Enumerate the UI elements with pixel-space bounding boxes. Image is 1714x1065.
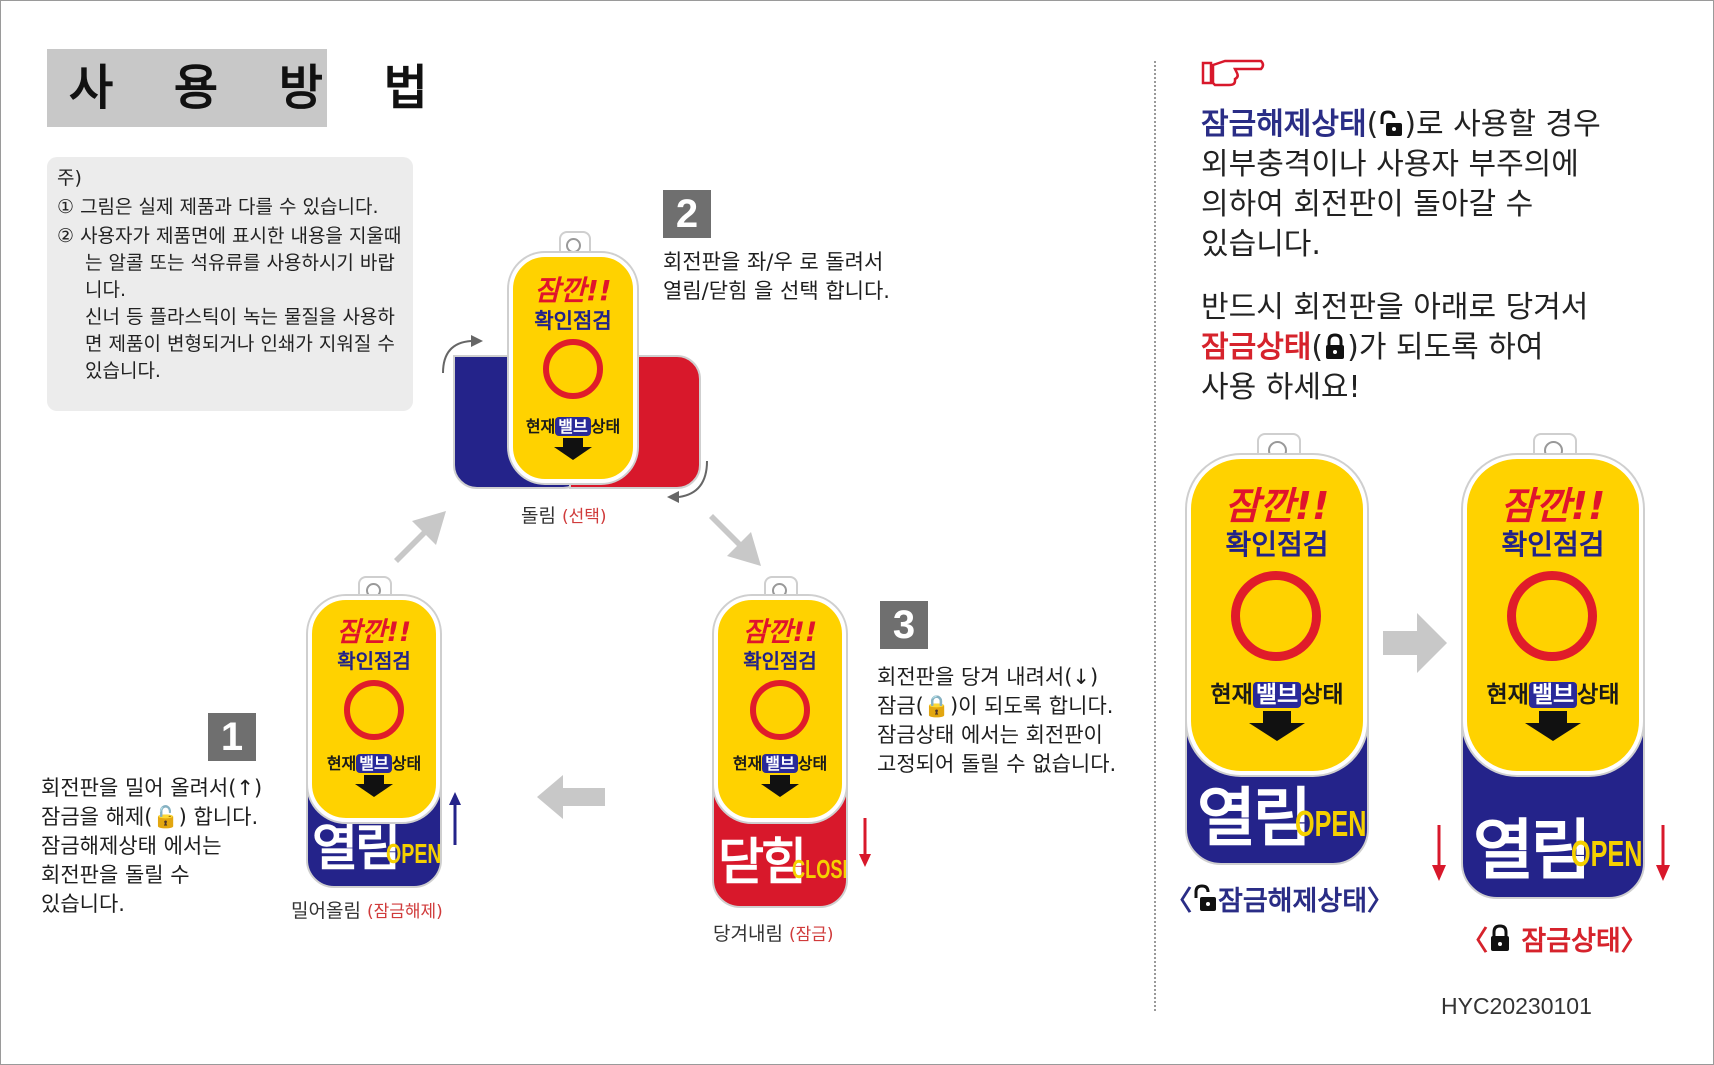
step-3-caption: 당겨내림 (잠금)	[713, 923, 834, 945]
down-arrow-icon	[1539, 711, 1567, 723]
stop-sign-icon	[750, 680, 810, 740]
step-1-line: 있습니다.	[41, 892, 125, 916]
down-arrow-head	[1249, 723, 1305, 741]
note-box: 주) ① 그림은 실제 제품과 다를 수 있습니다. ② 사용자가 제품면에 표…	[47, 157, 413, 411]
open-label: 열림	[1197, 782, 1312, 856]
tag-line1: 잠깐!!	[336, 617, 412, 648]
open-en-label: OPEN	[1295, 803, 1367, 844]
closed-label: 닫힘	[718, 833, 807, 891]
tag-hole	[566, 238, 581, 253]
step-1-number: 1	[208, 713, 256, 761]
down-arrow-icon	[364, 775, 384, 784]
locked-caption: 〈 잠금상태〉	[1461, 924, 1648, 957]
rotate-arrows-icon	[442, 335, 708, 503]
down-arrow-head	[355, 784, 393, 797]
pointing-hand-icon	[1201, 59, 1265, 87]
step-3-line: 잠금상태 에서는 회전판이	[877, 723, 1103, 747]
flow-arrow-up-right-icon	[394, 511, 446, 563]
step-1-line: 잠금을 해제(🔓) 합니다.	[41, 805, 259, 829]
page-title: 사 용 방 법	[47, 49, 428, 127]
divider	[1154, 61, 1156, 1011]
flow-arrow-down-right-icon	[709, 514, 761, 566]
warning-paragraph-1: 잠금해제상태()로 사용할 경우 외부충격이나 사용자 부주의에 의하여 회전판…	[1201, 107, 1601, 262]
step-2-line: 열림/닫힘 을 선택 합니다.	[663, 279, 890, 303]
note-item-2: ② 사용자가 제품면에 표시한 내용을 지울때는 알콜 또는 석유류를 사용하시…	[57, 225, 402, 301]
tag-line2: 확인점검	[743, 649, 817, 673]
tag-line2: 확인점검	[1501, 528, 1605, 561]
stop-sign-icon	[543, 339, 603, 399]
tag-line1: 잠깐!!	[534, 274, 612, 307]
lock-icon	[1326, 333, 1345, 359]
flow-arrow-left-icon	[537, 775, 605, 819]
locked-state-label: 잠금상태	[1201, 330, 1312, 365]
tag-line1: 잠깐!!	[1500, 484, 1606, 528]
down-arrow-red-icon	[1656, 825, 1670, 881]
step-3-line: 잠금(🔒)이 되도록 합니다.	[877, 694, 1114, 718]
unlocked-state-label: 잠금해제상태	[1201, 107, 1367, 142]
unlock-icon	[1380, 110, 1403, 136]
tag-line1: 잠깐!!	[1224, 484, 1330, 528]
lock-icon	[1491, 924, 1509, 951]
unlock-icon	[1194, 884, 1216, 911]
step-1-line: 회전판을 밀어 올려서(↑)	[41, 776, 263, 800]
up-arrow-blue-icon	[449, 792, 461, 845]
step-1-line: 회전판을 돌릴 수	[41, 863, 190, 887]
note-item-2-cont: 신너 등 플라스틱이 녹는 물질을 사용하면 제품이 변형되거나 인쇄가 지워질…	[85, 306, 395, 382]
flow-arrow-right-icon	[1383, 613, 1447, 673]
step-3-line: 회전판을 당겨 내려서(↓)	[877, 665, 1099, 689]
note-item-1: ① 그림은 실제 제품과 다를 수 있습니다.	[57, 196, 379, 218]
step-3-line: 고정되어 돌릴 수 없습니다.	[877, 752, 1117, 776]
open-label: 열림	[312, 819, 401, 877]
open-en-label: OPEN	[1571, 833, 1643, 874]
stop-sign-icon	[1231, 571, 1321, 661]
stop-sign-icon	[1507, 571, 1597, 661]
unlocked-caption: 〈잠금해제상태〉	[1165, 884, 1395, 917]
down-arrow-red-icon	[859, 818, 871, 867]
stop-sign-icon	[344, 680, 404, 740]
down-arrow-head	[761, 784, 799, 797]
tag-line2: 확인점검	[337, 649, 411, 673]
step-2-line: 회전판을 좌/우 로 돌려서	[663, 250, 884, 274]
open-en-label: OPEN	[386, 838, 442, 869]
step-3-text: 회전판을 당겨 내려서(↓) 잠금(🔒)이 되도록 합니다. 잠금상태 에서는 …	[877, 663, 1116, 779]
down-arrow-icon	[563, 438, 583, 447]
step-3-number: 3	[880, 601, 928, 649]
down-arrow-icon	[1263, 711, 1291, 723]
tag-line2: 확인점검	[534, 309, 612, 333]
open-label: 열림	[1473, 812, 1591, 889]
down-arrow-head	[1525, 723, 1581, 741]
note-heading: 주)	[57, 167, 82, 189]
step-1-text: 회전판을 밀어 올려서(↑) 잠금을 해제(🔓) 합니다. 잠금해제상태 에서는…	[41, 774, 262, 919]
down-arrow-red-icon	[1432, 825, 1446, 881]
warning-paragraph-2: 반드시 회전판을 아래로 당겨서 잠금상태()가 되도록 하여 사용 하세요!	[1201, 290, 1589, 405]
document-code: HYC20230101	[1441, 993, 1592, 1019]
step-2-text: 회전판을 좌/우 로 돌려서 열림/닫힘 을 선택 합니다.	[663, 248, 890, 306]
closed-en-label: CLOSED	[792, 854, 846, 884]
step-1-caption: 밀어올림 (잠금해제)	[291, 900, 443, 922]
step-2-caption: 돌림 (선택)	[521, 505, 607, 527]
tag-line2: 확인점검	[1225, 528, 1329, 561]
step-2-number: 2	[663, 190, 711, 238]
down-arrow-head	[554, 447, 592, 460]
down-arrow-icon	[770, 775, 790, 784]
step-1-line: 잠금해제상태 에서는	[41, 834, 222, 858]
tag-line1: 잠깐!!	[742, 617, 818, 648]
